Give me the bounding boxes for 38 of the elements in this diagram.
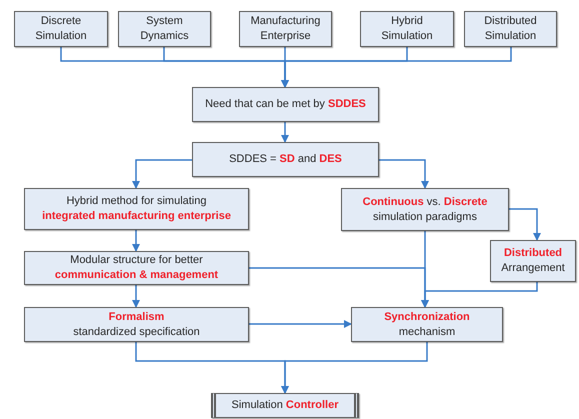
connector-arrow <box>379 159 429 189</box>
box-label: Modular structure for better communication & management <box>54 253 218 283</box>
connector-arrow <box>132 230 140 252</box>
box-label: Manufacturing Enterprise <box>250 14 322 44</box>
process-box <box>341 188 509 231</box>
box-label: Formalism standardized specification <box>73 310 200 340</box>
connector-arrow <box>132 159 192 189</box>
box-label: SDDES = SD and DES <box>229 152 342 167</box>
process-box <box>14 11 108 47</box>
box-label: Need that can be met by SDDES <box>205 97 366 112</box>
box-label: Distributed Simulation <box>483 14 538 44</box>
connector-arrow <box>281 47 512 88</box>
connector-arrow <box>132 285 140 308</box>
box-label: Hybrid method for simulating integrated manufacturing enterprise <box>42 194 231 224</box>
process-box <box>211 393 359 418</box>
process-box <box>490 240 576 282</box>
connector-arrow <box>281 122 289 143</box>
process-box <box>351 307 503 342</box>
process-box <box>239 11 332 47</box>
process-box <box>118 11 211 47</box>
box-label: Synchronization mechanism <box>384 310 470 340</box>
box-label: System Dynamics <box>139 14 190 44</box>
box-label: Simulation Controller <box>232 398 338 413</box>
box-label: Distributed Arrangement <box>501 246 565 276</box>
box-label: Continuous vs. Discrete simulation paradigms <box>362 194 488 224</box>
process-box <box>24 188 249 230</box>
process-box <box>24 307 249 342</box>
box-label: Hybrid Simulation <box>380 14 434 44</box>
connector-arrow <box>281 342 428 394</box>
connector-arrow <box>421 282 538 308</box>
process-box <box>192 142 379 177</box>
process-box <box>192 87 379 122</box>
box-label: Discrete Simulation <box>34 14 88 44</box>
process-box <box>24 251 249 285</box>
process-box <box>464 11 557 47</box>
connector-arrow <box>249 320 352 328</box>
connector-arrow <box>509 208 541 241</box>
process-box <box>360 11 454 47</box>
